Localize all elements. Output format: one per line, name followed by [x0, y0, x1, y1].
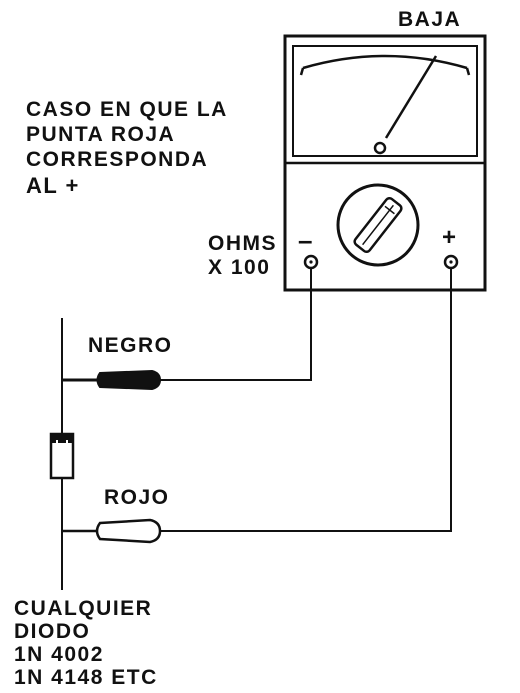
meter-scale-arc — [302, 54, 468, 70]
note-line-1: CASO EN QUE LA — [26, 98, 228, 121]
multimeter — [283, 34, 487, 292]
black-lead-wire — [158, 268, 312, 381]
meter-range-indicator-label: BAJA — [398, 8, 462, 31]
red-lead-wire — [158, 268, 452, 532]
range-selector-pointer — [353, 196, 403, 254]
ohms-multiplier-label: X 100 — [208, 256, 271, 279]
red-probe — [62, 518, 162, 544]
diode-caption-line-3: 1N 4002 — [14, 643, 104, 666]
meter-pivot — [373, 141, 387, 155]
diode-caption-line-1: CUALQUIER — [14, 597, 153, 620]
positive-terminal-label: + — [442, 224, 458, 251]
black-probe — [62, 369, 162, 391]
meter-needle — [384, 55, 438, 139]
ohms-label: OHMS — [208, 232, 277, 255]
meter-display-window — [292, 45, 478, 157]
black-probe-label: NEGRO — [88, 334, 173, 357]
negative-terminal-label: – — [298, 225, 314, 255]
note-line-3: CORRESPONDA — [26, 148, 209, 171]
note-line-2: PUNTA ROJA — [26, 123, 176, 146]
diode — [49, 432, 75, 480]
note-line-4: AL + — [26, 173, 80, 198]
diode-caption-line-4: 1N 4148 ETC — [14, 666, 158, 689]
diode-caption-line-2: DIODO — [14, 620, 91, 643]
red-probe-label: ROJO — [104, 486, 170, 509]
